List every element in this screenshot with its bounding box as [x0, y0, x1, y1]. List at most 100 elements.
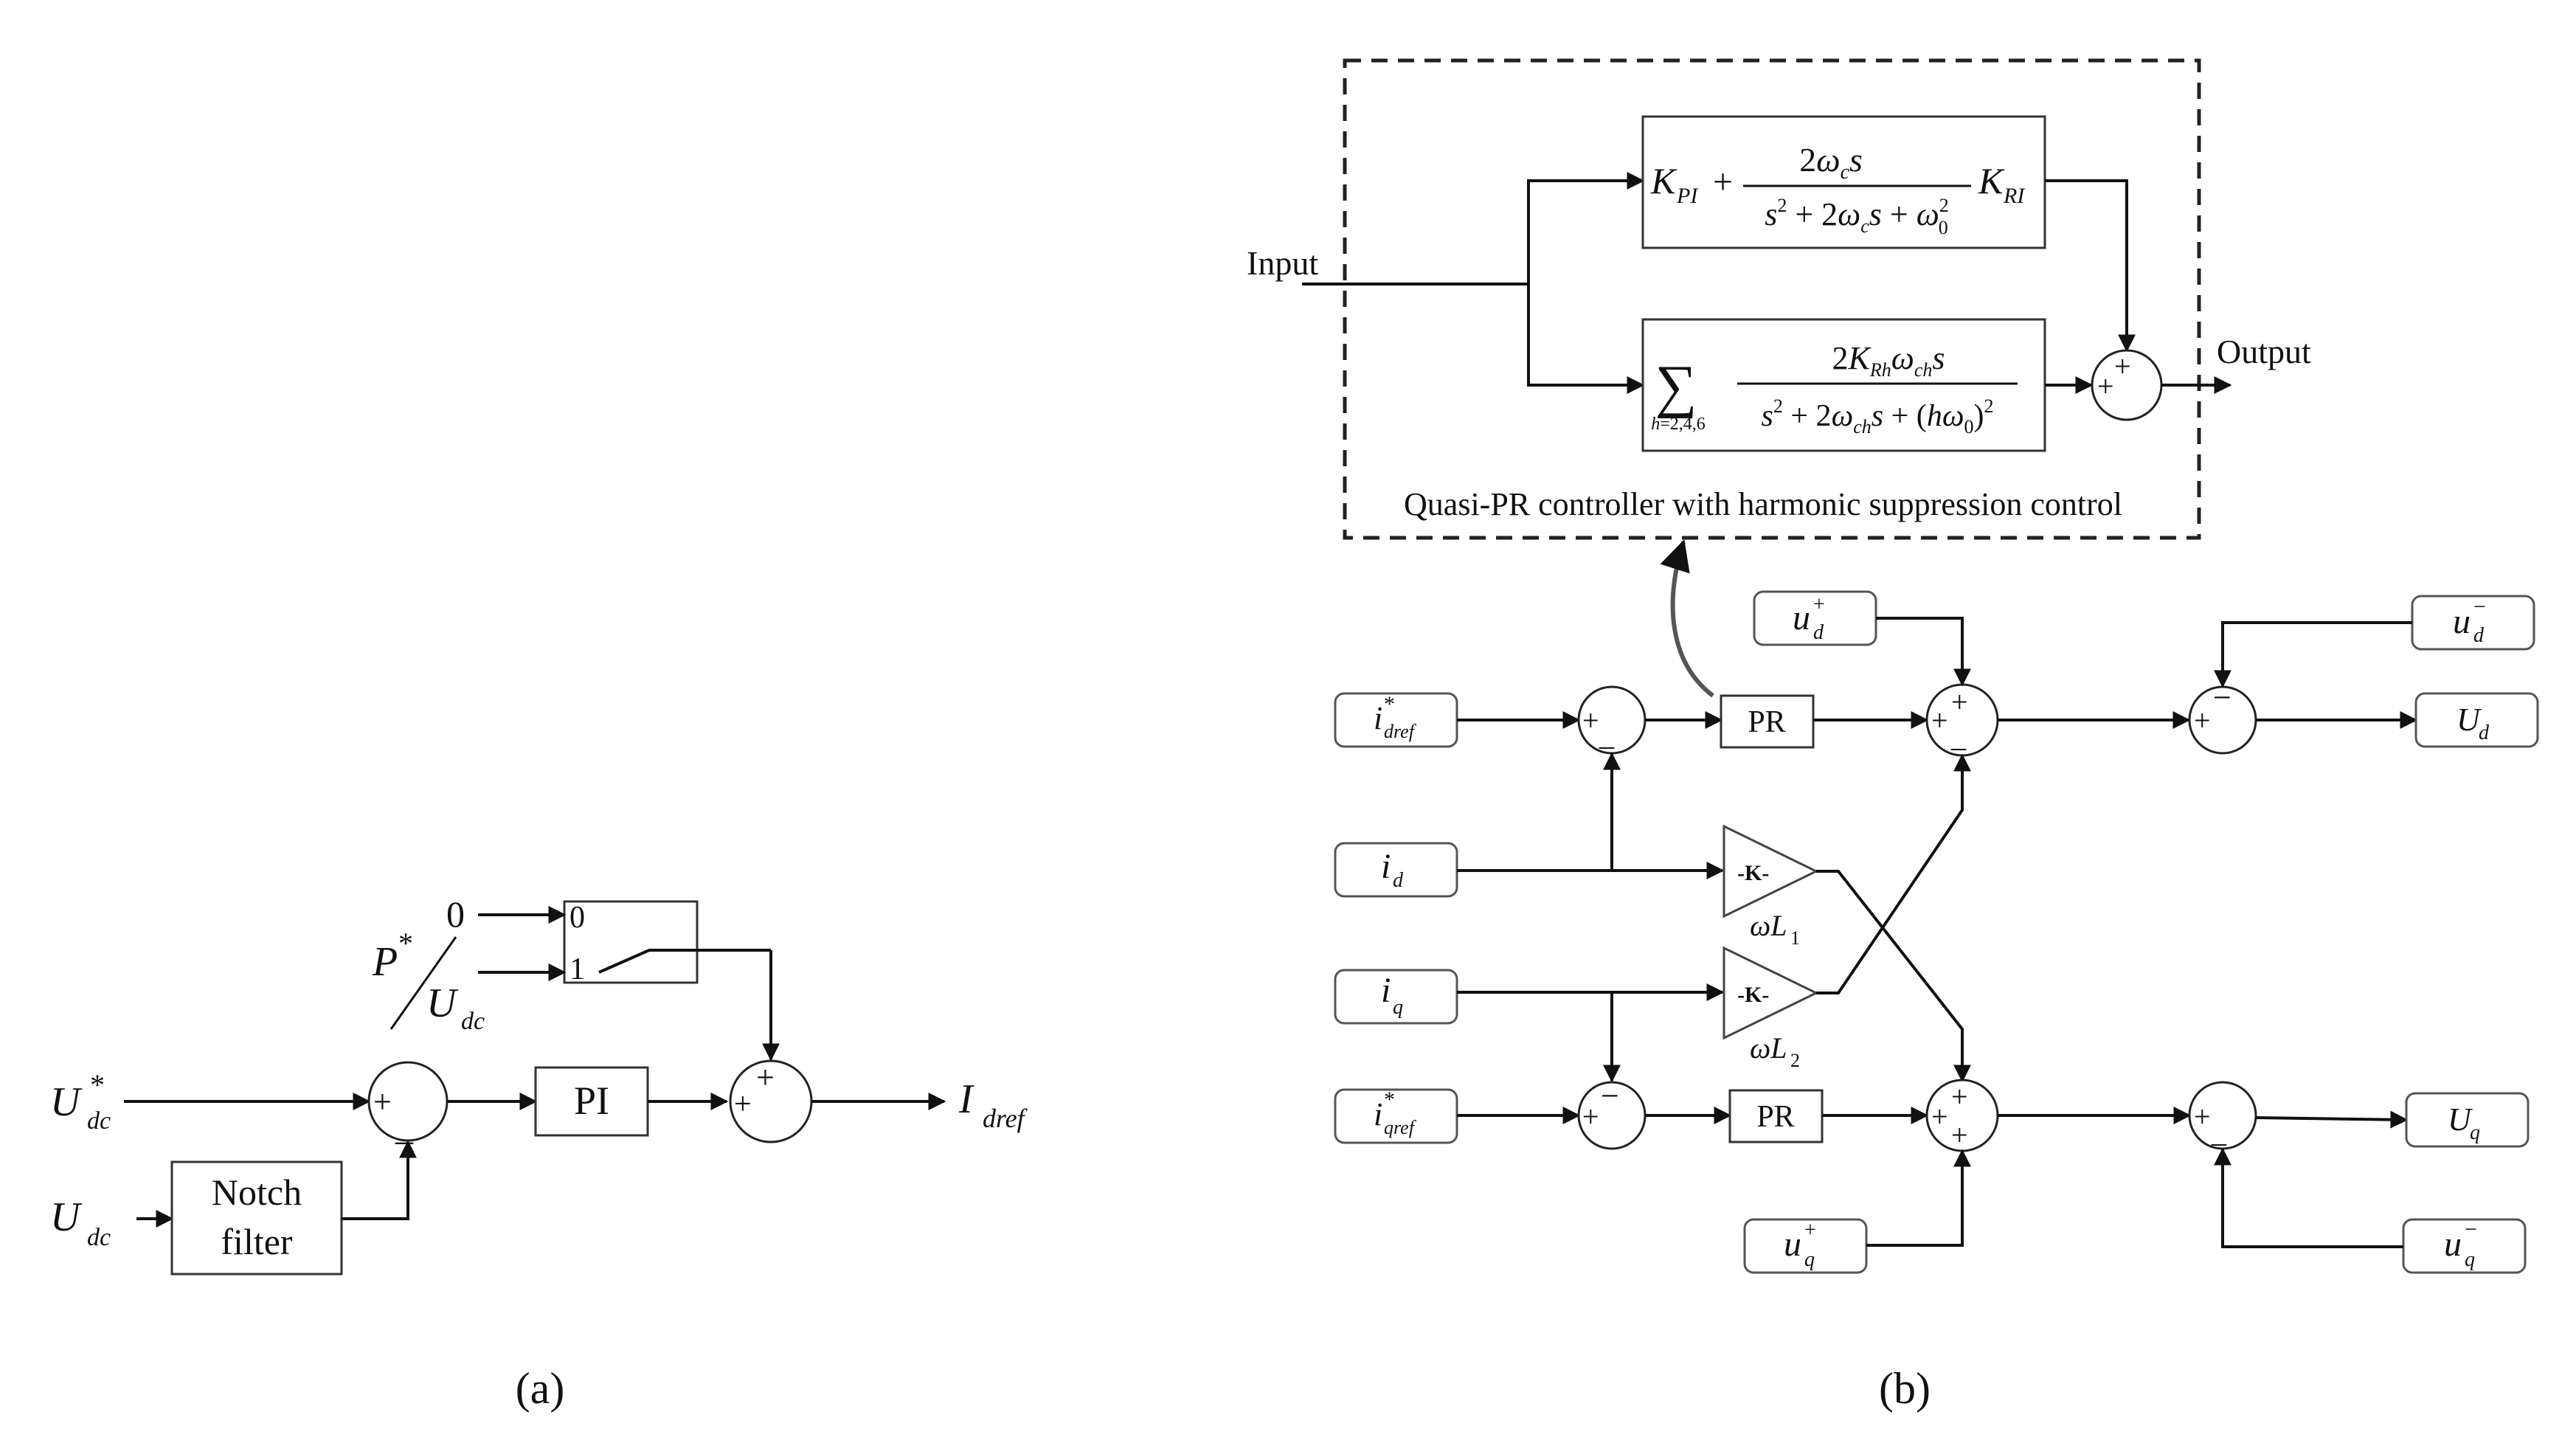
- source-ud-neg-label: u: [2453, 602, 2471, 641]
- pr-detail-callout-arrow: [1660, 539, 1714, 698]
- selector-switch-arm: [598, 949, 771, 974]
- pi-label: PI: [574, 1079, 609, 1123]
- pr-block-d: [1720, 694, 1815, 749]
- selector-switch-block: [563, 900, 699, 984]
- sum-q-decouple-plus-top: +: [1951, 1080, 1968, 1113]
- gain-omega-l1-label: ωL: [1750, 909, 1787, 942]
- gain-omega-l2-label: ωL: [1750, 1031, 1787, 1065]
- source-uq-pos-sub: q: [1804, 1248, 1815, 1271]
- gain-omega-l2-sub: 2: [1790, 1050, 1800, 1071]
- output-Uq-sub: q: [2470, 1121, 2480, 1144]
- gain-l2-to-d-sum: [1816, 753, 1971, 994]
- source-iqref-label: i: [1374, 1096, 1382, 1132]
- uq-pos-to-sum-arrow: [1866, 1149, 1971, 1247]
- source-id-sub: d: [1393, 869, 1404, 892]
- svg-text:PI: PI: [1676, 184, 1699, 208]
- notch-filter-label-1: Notch: [212, 1172, 302, 1213]
- notch-filter-block: [170, 1160, 343, 1276]
- sum-q-error-minus: −: [1601, 1078, 1619, 1114]
- pr-block-d-label: PR: [1748, 705, 1785, 739]
- output-Uq: [2405, 1092, 2530, 1148]
- pr-block-q: [1728, 1089, 1824, 1143]
- source-idref-sub: dref: [1384, 721, 1417, 742]
- sum-q-error-plus: +: [1582, 1100, 1599, 1133]
- sum-d-decouple-minus: _: [1950, 720, 1967, 753]
- selector-input-udc: U: [426, 980, 459, 1026]
- harmonic-pr-formula: ∑ h=2,4,6 2KRhωchs s2 + 2ωchs + (hω0)2: [1651, 340, 2018, 437]
- source-idref-star: *: [1384, 692, 1395, 716]
- gain-omega-l2-k: -K-: [1737, 983, 1769, 1007]
- sum-q-to-output-arrow: [2255, 1110, 2409, 1129]
- udc-ref-star: *: [90, 1068, 105, 1101]
- svg-text:RI: RI: [2003, 184, 2026, 208]
- sum-error-minus: _: [395, 1109, 414, 1148]
- input-branch-top: [1527, 172, 1645, 284]
- sum-d-neg-seq-plus: +: [2194, 704, 2211, 737]
- gain-omega-l2: [1722, 946, 1819, 1040]
- svg-text:∑: ∑: [1655, 354, 1697, 419]
- output-Ud: [2414, 692, 2539, 748]
- output-label: Output: [2217, 333, 2311, 370]
- source-ud-neg-sup: −: [2473, 595, 2486, 619]
- selector-input-udc-sub: dc: [461, 1008, 485, 1035]
- source-ud-neg-sub: d: [2473, 624, 2485, 647]
- input-label: Input: [1247, 244, 1318, 282]
- source-uq-neg-label: u: [2444, 1225, 2462, 1264]
- sum-q-decouple-plus-bottom: +: [1951, 1118, 1968, 1152]
- udc-ref-sub: dc: [87, 1107, 111, 1135]
- sum-output-plus-left: +: [734, 1087, 752, 1121]
- output-Ud-label: U: [2456, 702, 2482, 738]
- caption-a: (a): [516, 1364, 565, 1413]
- controller-sum-plus-top: +: [2114, 350, 2131, 383]
- svg-text:s2 + 2ωchs + (hω0)2: s2 + 2ωchs + (hω0)2: [1762, 395, 1994, 437]
- input-branch-bottom: [1527, 284, 1645, 394]
- pi-block: [534, 1066, 649, 1137]
- output-Uq-label: U: [2448, 1101, 2473, 1138]
- udc-ref-label: U: [50, 1079, 83, 1125]
- harmonic-pr-formula-box: [1641, 318, 2046, 452]
- source-iqref-sub: qref: [1384, 1117, 1417, 1138]
- source-uq-neg-sup: −: [2465, 1217, 2477, 1242]
- gain-l1-to-q-sum: [1816, 870, 1971, 1083]
- ud-pos-to-sum-arrow: [1876, 617, 1971, 687]
- svg-text:K: K: [1650, 160, 1677, 201]
- output-idref-sub: dref: [983, 1104, 1028, 1133]
- gain-omega-l1: [1722, 824, 1819, 918]
- ud-neg-to-sum-arrow: [2214, 621, 2412, 688]
- gain-omega-l1-k: -K-: [1737, 861, 1769, 885]
- sum-d-error-minus: _: [1599, 719, 1615, 752]
- udc-meas-label: U: [50, 1194, 83, 1240]
- caption-b: (b): [1879, 1364, 1931, 1413]
- output-Ud-sub: d: [2479, 722, 2490, 744]
- svg-text:s2 + 2ωcs + ω20: s2 + 2ωcs + ω20: [1765, 195, 1949, 238]
- output-idref-label: I: [958, 1076, 974, 1122]
- selector-input-zero: 0: [446, 893, 465, 935]
- source-iq-sub: q: [1393, 996, 1403, 1019]
- quasi-pr-controller-box: [1343, 58, 2201, 540]
- quasi-pr-controller-caption: Quasi-PR controller with harmonic suppre…: [1404, 486, 2122, 522]
- source-iq-label: i: [1381, 971, 1391, 1010]
- sum-q-decouple-plus-left: +: [1931, 1100, 1948, 1133]
- source-uq-pos-label: u: [1784, 1225, 1801, 1264]
- source-idref-label: i: [1374, 700, 1382, 736]
- source-iq: [1334, 969, 1458, 1025]
- notch-feedback-arrow: [342, 1140, 417, 1220]
- panel-b: Quasi-PR controller with harmonic suppre…: [1247, 58, 2539, 1413]
- source-ud-pos-sup: +: [1813, 593, 1825, 616]
- sum-error-plus: +: [373, 1084, 392, 1120]
- svg-text:2KRhωchs: 2KRhωchs: [1832, 340, 1945, 381]
- panel-a: 0 1 0 P * U dc U * dc + _ U dc Notch fil…: [50, 893, 1028, 1413]
- controller-sum-plus-left: +: [2097, 370, 2114, 403]
- selector-input-p: P: [372, 939, 398, 985]
- selector-port-0: 0: [569, 901, 585, 935]
- udc-meas-sub: dc: [87, 1224, 111, 1251]
- source-ud-pos-label: u: [1793, 598, 1810, 637]
- sum-d-decouple-plus-left: +: [1931, 704, 1948, 737]
- top-branch-to-sum: [2045, 179, 2136, 353]
- svg-text:h=2,4,6: h=2,4,6: [1651, 415, 1706, 434]
- gain-omega-l1-sub: 1: [1790, 927, 1800, 949]
- uq-neg-to-sum-arrow: [2214, 1147, 2403, 1248]
- sum-q-neg-seq-minus: _: [2211, 1115, 2227, 1149]
